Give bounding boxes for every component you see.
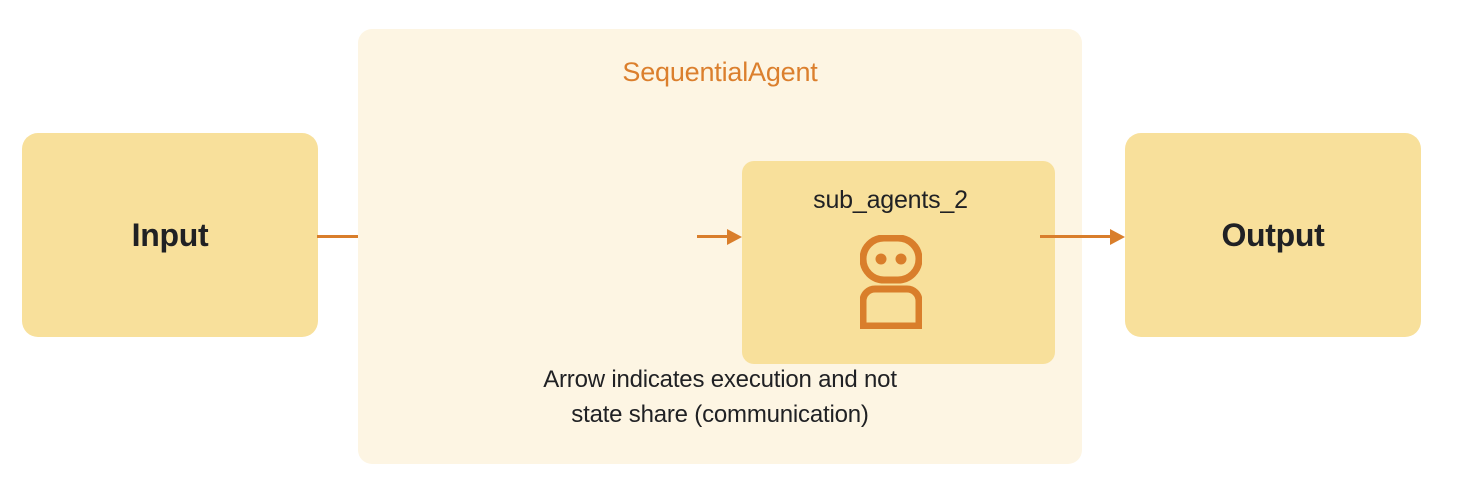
arrow-sub-agent-1-to-sub-agent-2 — [697, 226, 743, 248]
robot-icon — [859, 235, 922, 329]
arrow-sub-agent-2-to-output — [1040, 226, 1126, 248]
caption: Arrow indicates execution and not state … — [372, 362, 1068, 432]
sequential-agent-container: SequentialAgent sub_agents_1 sub_agents_… — [358, 29, 1082, 464]
output-label: Output — [1221, 216, 1325, 253]
input-label: Input — [131, 216, 209, 253]
input-box: Input — [22, 133, 318, 337]
sub-agent-2-box: sub_agents_2 — [742, 161, 1039, 364]
caption-line-2: state share (communication) — [571, 401, 869, 428]
arrow-shaft — [317, 235, 387, 238]
sub-agent-2-label: sub_agents_2 — [813, 186, 968, 214]
sequential-agent-title: SequentialAgent — [622, 57, 818, 87]
output-box: Output — [1125, 133, 1421, 337]
arrow-head-icon — [727, 229, 742, 245]
caption-line-1: Arrow indicates execution and not — [543, 366, 897, 393]
arrow-shaft — [1040, 235, 1112, 238]
arrow-shaft — [697, 235, 729, 238]
arrow-head-icon — [1110, 229, 1125, 245]
